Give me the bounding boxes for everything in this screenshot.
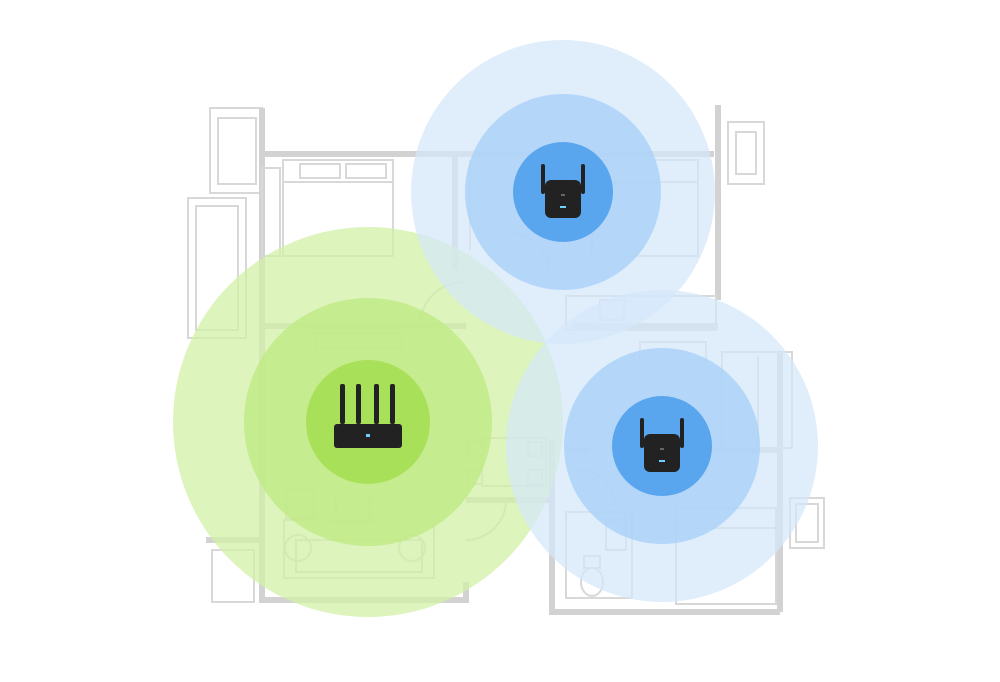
extender-logo bbox=[660, 448, 664, 450]
extender-icon bbox=[541, 164, 585, 218]
devices-layer bbox=[334, 164, 684, 472]
extender-indicator bbox=[659, 460, 665, 462]
router-coverage-0 bbox=[173, 227, 563, 617]
router-antenna bbox=[356, 384, 361, 424]
router-antenna bbox=[390, 384, 395, 424]
router-indicator bbox=[366, 434, 370, 437]
extender-indicator bbox=[560, 206, 566, 208]
extender-antenna bbox=[541, 164, 545, 194]
extender-antenna bbox=[680, 418, 684, 448]
extender-antenna bbox=[581, 164, 585, 194]
extender-icon bbox=[640, 418, 684, 472]
extender-logo bbox=[561, 194, 565, 196]
coverage-ring-inner bbox=[306, 360, 430, 484]
extender-body bbox=[545, 180, 581, 218]
router-icon bbox=[334, 384, 402, 448]
coverage-layer bbox=[173, 40, 818, 617]
router-antenna bbox=[340, 384, 345, 424]
extender-antenna bbox=[640, 418, 644, 448]
router-antenna bbox=[374, 384, 379, 424]
extender-body bbox=[644, 434, 680, 472]
